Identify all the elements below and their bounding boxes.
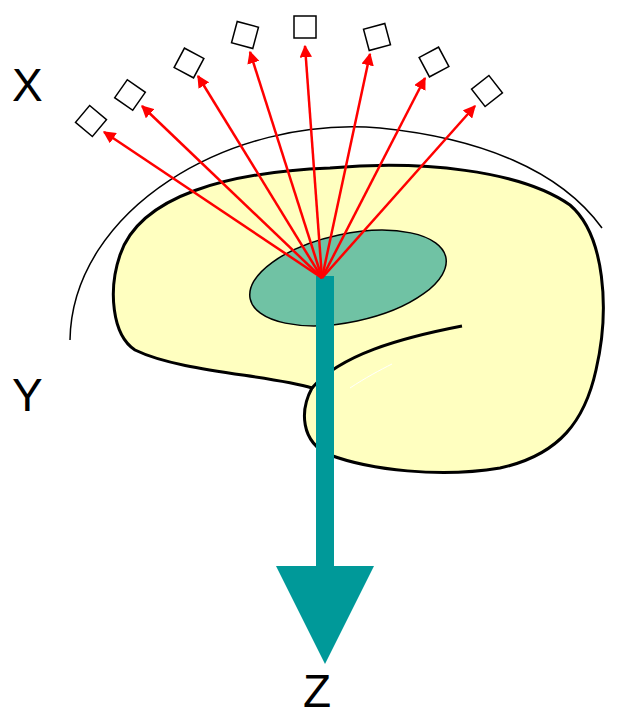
red-arrow	[322, 54, 370, 278]
brain-outline	[113, 165, 603, 472]
region-label: X	[12, 62, 43, 108]
region-label: Y	[12, 372, 43, 418]
red-arrow	[322, 106, 475, 278]
red-arrow	[305, 46, 322, 278]
target-square	[364, 24, 391, 51]
target-square	[472, 76, 503, 107]
target-square	[174, 48, 204, 78]
descending-head	[276, 566, 374, 664]
region-label: Z	[303, 668, 331, 714]
red-arrow	[198, 76, 322, 278]
target-square	[294, 16, 316, 38]
red-arrow	[250, 52, 322, 278]
thalamus-ellipse	[241, 214, 455, 342]
fissure-line	[312, 326, 462, 388]
target-square	[232, 22, 259, 49]
target-square	[419, 47, 449, 77]
red-arrow	[104, 132, 322, 278]
highlight-line	[350, 364, 392, 388]
target-square	[76, 106, 107, 137]
descending-shaft	[316, 276, 334, 568]
target-square	[115, 80, 146, 111]
